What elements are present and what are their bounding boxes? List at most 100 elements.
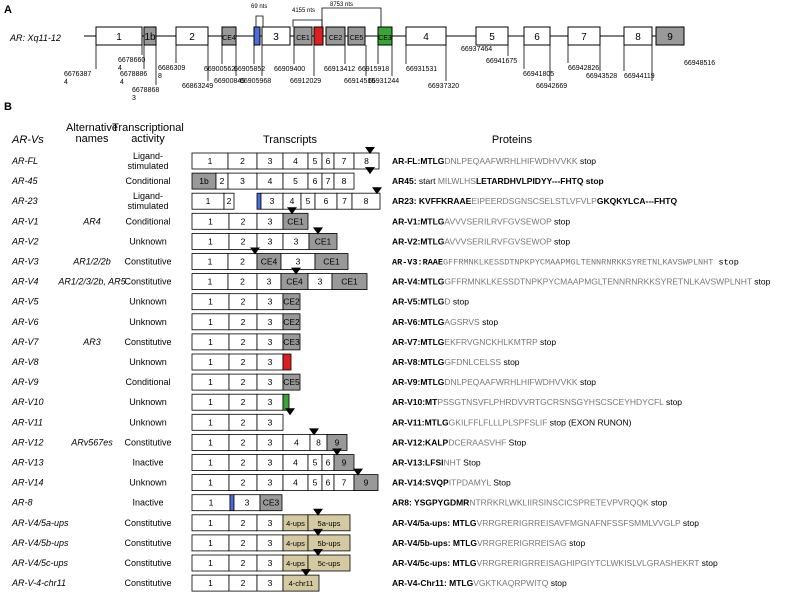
bracket-line-1 [292, 19, 323, 27]
exon-label: 1 [208, 518, 213, 528]
exon-label: CE1 [341, 277, 358, 287]
transcriptional-activity: Unknown [129, 357, 167, 367]
transcriptional-activity: Constitutive [124, 538, 171, 548]
exon-box [259, 494, 283, 512]
coord-label-17: 66937320 [428, 83, 459, 90]
protein-sequence: AR-V8:MTLGGFDNLCELSS stop [392, 357, 520, 367]
exon-label: 1 [208, 257, 213, 267]
exon-label: 7 [342, 156, 347, 166]
exon-label: 2 [240, 156, 245, 166]
stop-codon-marker [313, 227, 323, 235]
stop-codon-marker [250, 247, 260, 255]
protein-sequence: AR-V4/5b-ups: MTLGVRRGRERIGRREISAG stop [392, 538, 585, 548]
protein-sequence: AR-V4-Chr11: MTLGVGKTKAQRPWITQ stop [392, 578, 567, 588]
variant-name: AR-V4/5c-ups [11, 558, 69, 568]
protein-sequence: AR-V2:MTLGAVVVSERILRVFGVSEWOP stop [392, 236, 570, 246]
exon-label: 3 [245, 498, 250, 508]
exon-label: CE5 [283, 377, 300, 387]
protein-sequence: AR-V7:MTLGEKFRVGNCKHLKMTRP stop [392, 337, 556, 347]
coord-label-21: 66942669 [536, 83, 567, 90]
variant-name: AR-V5 [11, 297, 40, 307]
bracket-line-0 [255, 15, 264, 27]
exon-label: 1b [199, 176, 209, 186]
exon-label: CE2 [283, 297, 300, 307]
variant-name: AR-23 [11, 196, 38, 206]
exon-label: CE1 [323, 257, 340, 267]
exon-label: 4 [293, 458, 298, 468]
exon-box [353, 474, 379, 492]
exon-label: 6 [326, 156, 331, 166]
coord-label-6: 66900562 [204, 66, 235, 73]
protein-sequence: AR-V4:MTLGGFFRMNKLKESSDTNPKPYCMAAPMGLTEN… [392, 277, 771, 287]
coord-label-11: 66912029 [290, 78, 321, 85]
protein-sequence: AR-V12:KALPDCERAASVHF Stop [392, 437, 526, 447]
protein-sequence: AR23: KVFFKRAAEEIPEERDSGNSCSELSTLVFVLPGK… [392, 196, 677, 206]
exon-label: 5 [293, 176, 298, 186]
stop-codon-marker [301, 569, 311, 577]
coord-label-10: 66909400 [274, 66, 305, 73]
transcriptional-activity: Unknown [129, 317, 167, 327]
exon-label: 3 [268, 437, 273, 447]
bracket-label-2: 8753 nts [330, 2, 353, 8]
exon-label: 3 [268, 397, 273, 407]
exon-label: 9 [342, 458, 347, 468]
exon-label: CE2 [283, 317, 300, 327]
coord-label-5: 66863249 [182, 83, 213, 90]
exon-label: 9 [364, 478, 369, 488]
gene-box-colored-4 [253, 26, 261, 46]
exon-label: 1 [208, 437, 213, 447]
exon-label: 1 [209, 498, 214, 508]
panel-a-letter: A [4, 4, 12, 16]
gene-box-ce5-label: CE5 [350, 35, 364, 42]
transcriptional-activity: Constitutive [124, 518, 171, 528]
variant-name: AR-V9 [11, 377, 39, 387]
exon-label: 5c-ups [318, 559, 341, 568]
transcriptional-activity: Inactive [132, 498, 163, 508]
gene-box-9-label: 9 [667, 32, 673, 43]
exon-label: 2 [241, 538, 246, 548]
exon-label: 2 [241, 558, 246, 568]
protein-sequence: AR-V3:RAAEGFFRMNKLKESSDTNPKPYCMAAPMGLTEN… [392, 258, 739, 268]
gene-box-1 [95, 26, 143, 46]
exon-label: 8 [342, 176, 347, 186]
gene-box-2-label: 2 [189, 32, 195, 43]
exon-label: 2 [241, 317, 246, 327]
header-transcripts: Transcripts [263, 134, 317, 146]
exon-label: 2 [241, 518, 246, 528]
transcriptional-activity: Unknown [129, 297, 167, 307]
alternative-name: ARv567es [70, 437, 113, 447]
variant-name: AR-V14 [11, 478, 44, 488]
exon-label: 4 [293, 478, 298, 488]
exon-box [333, 454, 355, 471]
coord-label-25: 66948516 [684, 60, 715, 67]
exon-label: 3 [268, 357, 273, 367]
coord-label-7: 66900845 [214, 78, 245, 85]
transcriptional-activity: Unknown [129, 236, 167, 246]
exon-label: 3 [294, 236, 299, 246]
